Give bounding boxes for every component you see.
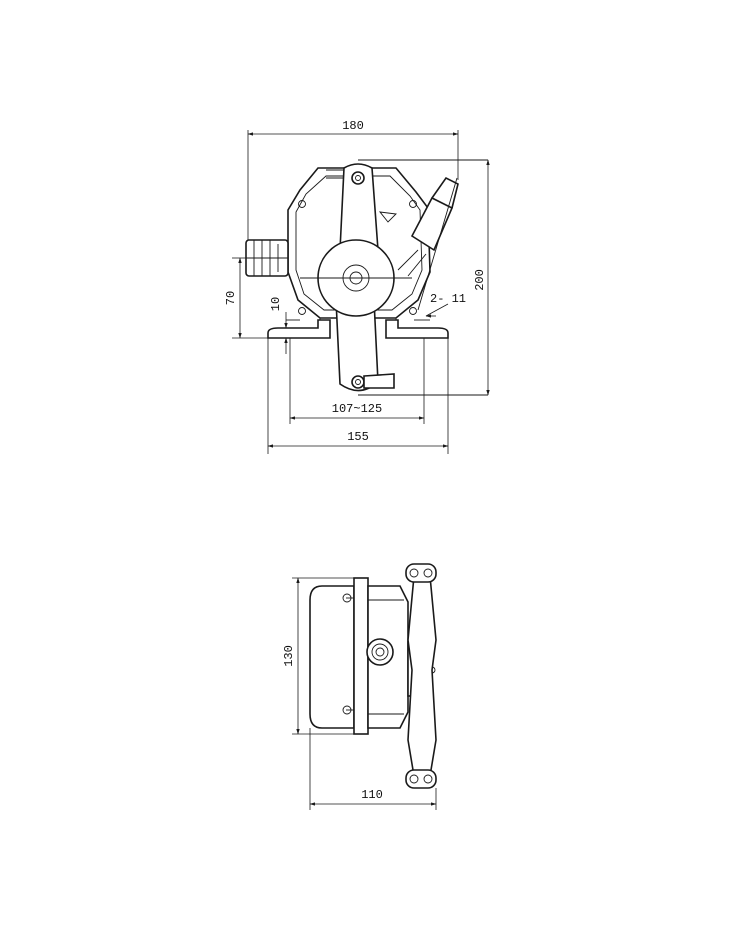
dimension-110: 110 [309,728,437,810]
dimension-130: 130 [282,577,354,735]
bolt-top-right [409,200,417,208]
dim-text-70: 70 [224,291,238,305]
dimension-180: 180 [247,119,459,240]
arm-pin-top [351,171,365,185]
arm-pin-bottom [351,375,365,389]
dim-text-200: 200 [473,269,487,291]
side-gland [366,638,394,666]
dimension-10: 10 [269,297,300,354]
dim-text-110: 110 [361,788,383,802]
reset-handle [397,176,459,311]
bolt-bottom-left [298,307,306,315]
side-view: 130 110 [282,563,437,810]
bolt-bottom-right [409,307,417,315]
dimension-200: 200 [473,159,490,396]
cable-gland [245,239,289,277]
side-flange [342,577,369,735]
dim-text-180: 180 [342,119,364,133]
dimension-hole-spacing: 107~125 [289,338,425,424]
dimension-70: 70 [224,257,268,339]
side-bolt-top [342,593,352,603]
side-lever-top-roller [405,563,437,583]
side-body [309,585,355,729]
side-lever-bottom-roller [405,769,437,789]
dim-text-10: 10 [269,297,283,311]
side-lever [405,563,437,789]
dim-text-130: 130 [282,645,296,667]
front-view: 180 200 70 10 2- 11 [224,119,490,454]
hole-callout: 2- 11 [425,292,466,318]
bolt-top-left [298,200,306,208]
dim-text-107-125: 107~125 [332,402,382,416]
dim-text-holes: 2- 11 [430,292,466,306]
central-hub [300,239,412,317]
dim-text-155: 155 [347,430,369,444]
indicator-wedge [378,211,397,223]
dimension-155: 155 [267,338,449,454]
side-bolt-bottom [342,705,352,715]
